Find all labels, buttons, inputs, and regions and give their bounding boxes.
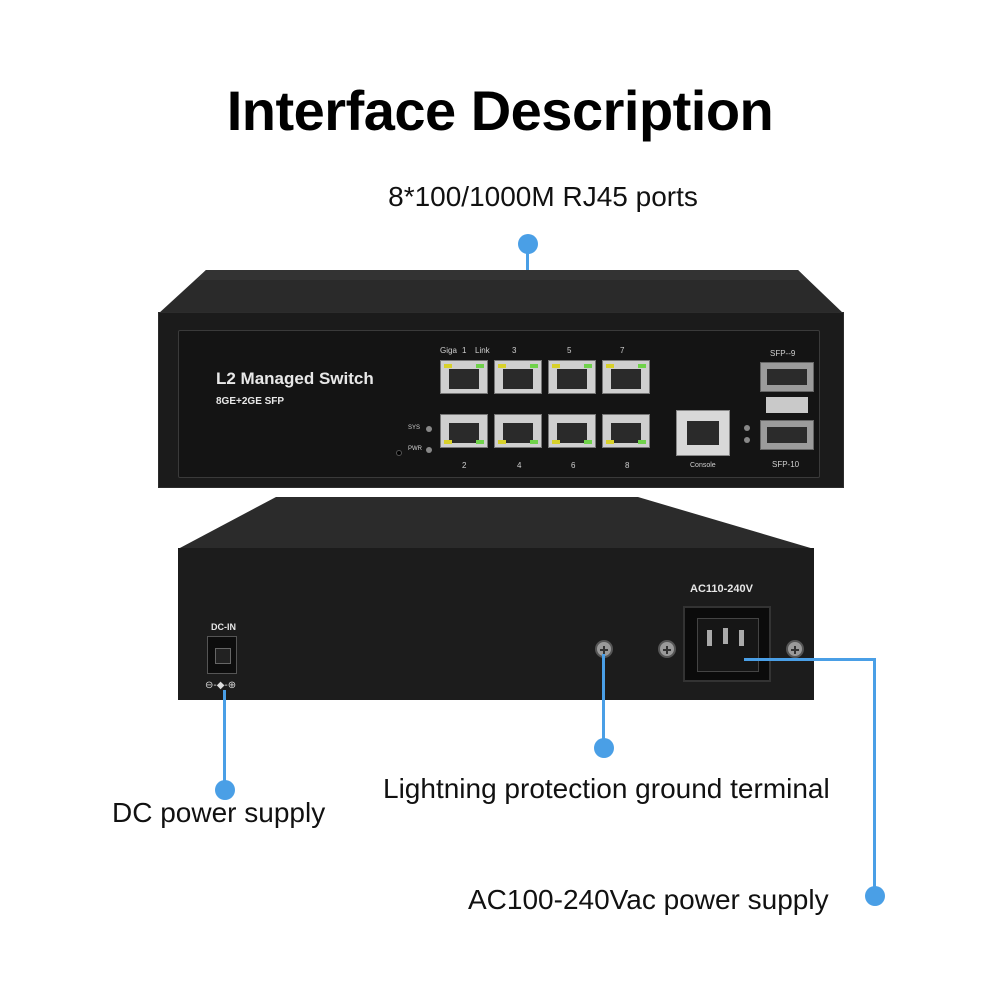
sfp-port-9[interactable] [760,362,814,392]
rj45-port-3[interactable] [494,360,542,394]
console-label: Console [690,462,716,469]
page-title: Interface Description [226,79,774,142]
ac-power-inlet[interactable] [683,606,771,682]
port-label-1: 1 [462,346,467,355]
sfp10-label: SFP-10 [772,460,800,469]
port-label-2: 2 [462,461,467,470]
port-label-8: 8 [625,461,630,470]
sys-label: SYS [408,425,421,431]
ac-power-callout: AC100-240Vac power supply [468,884,829,915]
port-label-7: 7 [620,346,625,355]
front-unit-top [158,270,844,314]
reset-hole[interactable] [396,450,402,456]
dc-power-callout: DC power supply [112,797,326,828]
rj45-ports-callout: 8*100/1000M RJ45 ports [388,181,698,212]
rj45-port-4[interactable] [494,414,542,448]
port-label-3: 3 [512,346,517,355]
rj45-port-8[interactable] [602,414,650,448]
port-label-giga: Giga [440,346,457,355]
rear-unit-top [178,497,814,553]
ac-callout-dot [865,886,885,906]
dc-polarity-symbol: ⊖-◆-⊕ [205,680,237,691]
dc-callout-dot [215,780,235,800]
sfp-port-10[interactable] [760,420,814,450]
rj45-callout-dot [518,234,538,254]
dc-in-label: DC-IN [211,622,236,632]
ac-right-screw [786,640,804,658]
port-label-5: 5 [567,346,572,355]
pwr-label: PWR [408,446,422,452]
ground-callout-dot [594,738,614,758]
dc-callout-line [223,690,226,786]
ac-voltage-label: AC110-240V [690,583,753,595]
port-label-4: 4 [517,461,522,470]
port-label-link: Link [475,346,490,355]
console-led-1 [744,425,750,431]
sys-led [426,426,432,432]
ac-callout-vline [873,658,876,890]
rj45-port-7[interactable] [602,360,650,394]
sfp9-label: SFP--9 [770,349,796,358]
console-led-2 [744,437,750,443]
sfp-divider [766,397,808,413]
rj45-port-6[interactable] [548,414,596,448]
lightning-ground-callout: Lightning protection ground terminal [383,773,830,804]
ac-callout-hline [744,658,876,661]
console-port[interactable] [676,410,730,456]
rj45-port-1[interactable] [440,360,488,394]
front-model-label: L2 Managed Switch [216,369,374,388]
rj45-port-5[interactable] [548,360,596,394]
pwr-led [426,447,432,453]
front-subtitle-label: 8GE+2GE SFP [216,396,285,407]
port-label-6: 6 [571,461,576,470]
rj45-port-2[interactable] [440,414,488,448]
ac-left-screw [658,640,676,658]
dc-in-jack[interactable] [207,636,237,674]
ground-callout-line [602,654,605,746]
